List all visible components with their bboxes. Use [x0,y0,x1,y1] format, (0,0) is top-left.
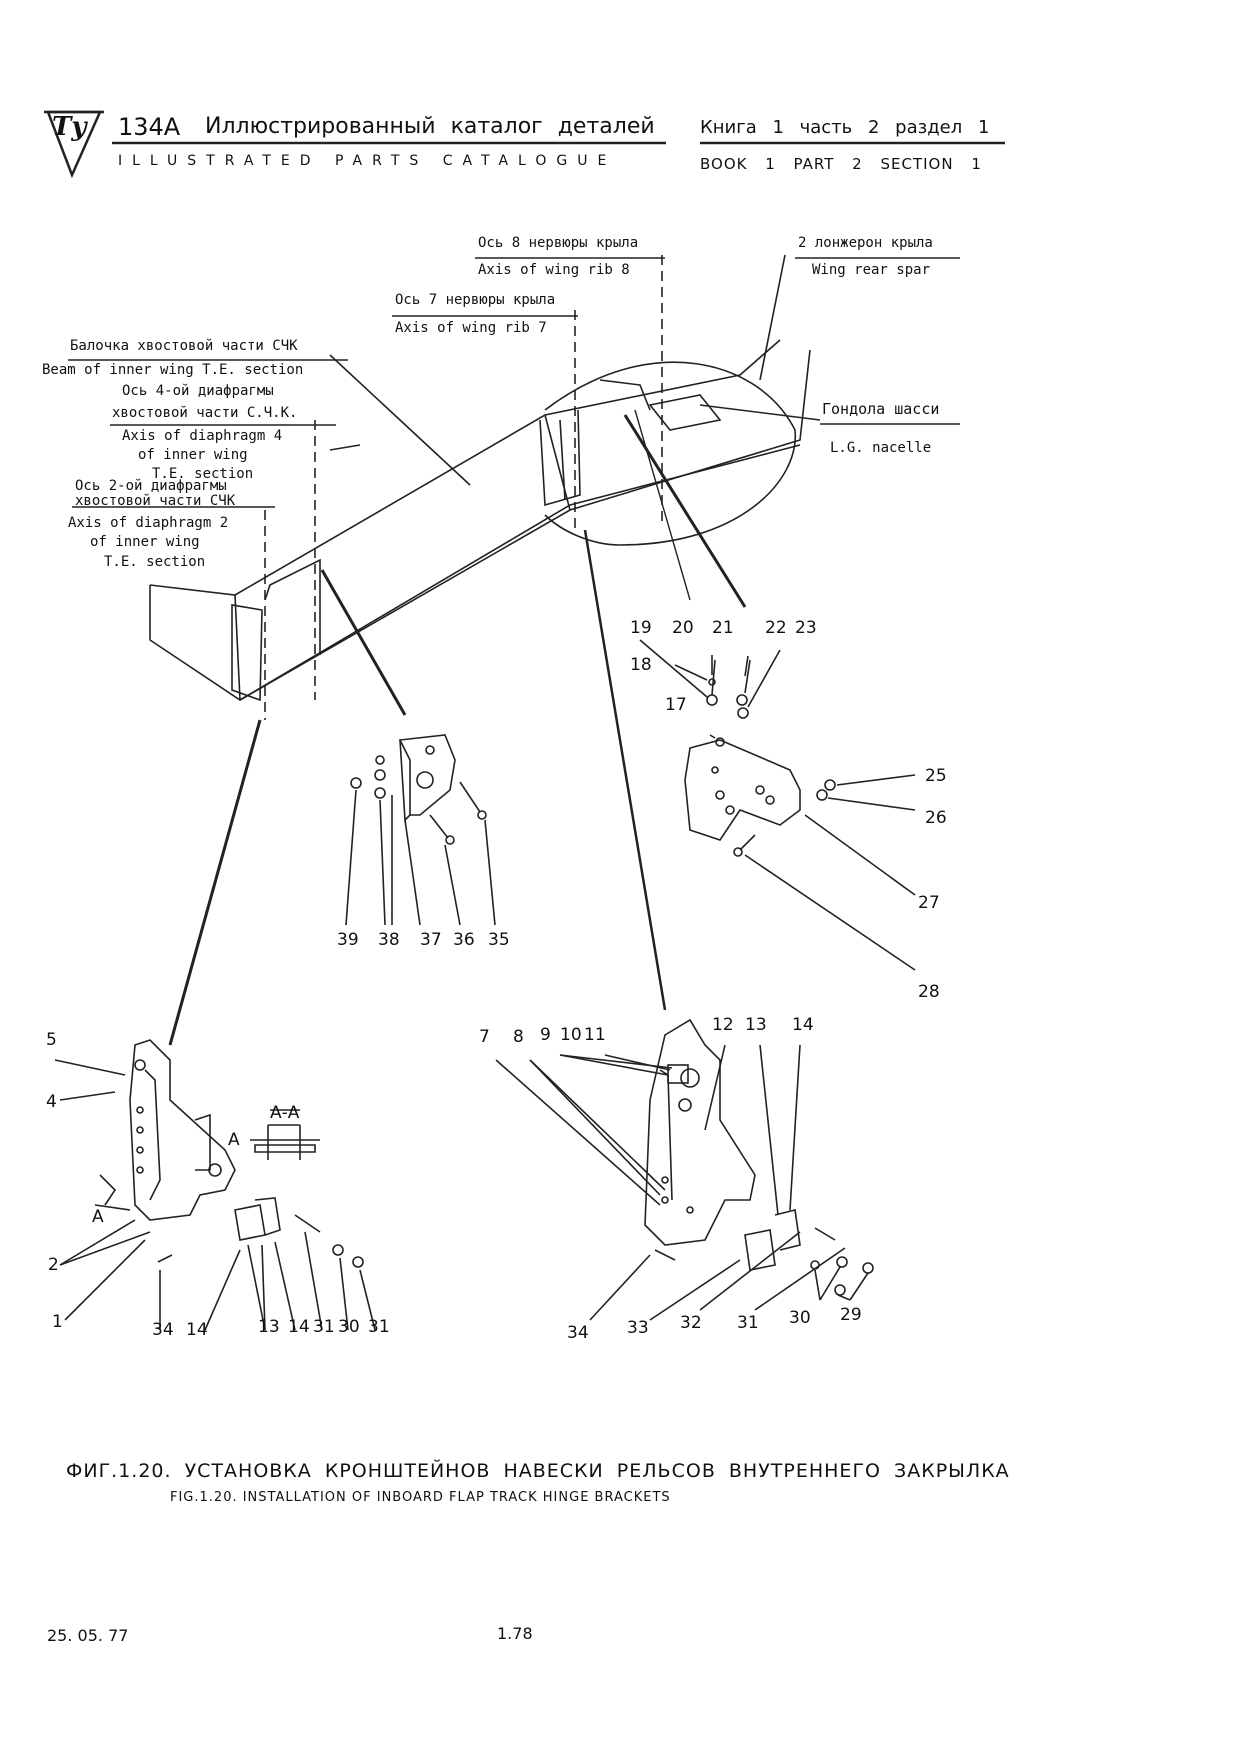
label-diaph4-ru-1: Ось 4-ой диафрагмы [122,383,274,399]
label-rib7-en: Axis of wing rib 7 [395,320,547,336]
callout-number: 34 [152,1320,174,1340]
bracket-group-lower-right [495,1018,874,1321]
label-diaph2-en-1: Axis of diaphragm 2 [68,515,229,531]
callout-number: 13 [258,1317,280,1337]
label-diaph2-ru-1: Ось 2-ой диафрагмы [75,478,227,494]
label-rib7-ru: Ось 7 нервюры крыла [395,292,556,308]
callout-number: 35 [488,930,510,950]
callout-number: 1 [52,1312,63,1332]
wing-structure [149,254,821,1046]
label-spar-ru: 2 лонжерон крыла [798,235,933,251]
callout-number: 26 [925,808,947,828]
callout-number: 18 [630,655,652,675]
callout-number: 32 [680,1313,702,1333]
callout-number: 30 [338,1317,360,1337]
callout-number: 11 [584,1025,606,1045]
callout-number: 14 [792,1015,814,1035]
callout-number: 39 [337,930,359,950]
callout-number: 9 [540,1025,551,1045]
book-ref-en: BOOK 1 PART 2 SECTION 1 [700,155,982,173]
callout-number: 20 [672,618,694,638]
callout-number: 28 [918,982,940,1002]
callout-number: 4 [46,1092,57,1112]
footer-page-number: 1.78 [497,1624,533,1643]
callout-number: 10 [560,1025,582,1045]
callout-number: 38 [378,930,400,950]
callout-number: 31 [313,1317,335,1337]
callout-number: 33 [627,1318,649,1338]
logo-text: Ту [52,112,87,142]
label-beam-en: Beam of inner wing T.E. section [42,362,304,378]
model-number: 134А [118,113,181,141]
bracket-group-17-28 [639,639,916,971]
callout-number: 2 [48,1255,59,1275]
callout-number: 14 [186,1320,208,1340]
bracket-group-lower-left [54,1039,376,1331]
label-diaph4-ru-2: хвостовой части С.Ч.К. [112,405,298,421]
callout-number: 29 [840,1305,862,1325]
label-diaph2-en-3: T.E. section [104,554,206,570]
callout-number: 34 [567,1323,589,1343]
label-spar-en: Wing rear spar [812,262,931,278]
label-underlines [68,257,960,1126]
label-diaph2-ru-2: хвостовой части СЧК [75,493,236,509]
tupolev-logo [44,110,104,179]
label-section-a-2: А [92,1207,104,1227]
label-section-aa: А-А [270,1103,300,1123]
label-diaph4-en-2: of inner wing [138,447,248,463]
callout-number: 22 [765,618,787,638]
catalog-title-en: ILLUSTRATED PARTS CATALOGUE [118,153,617,169]
book-ref-ru: Книга 1 часть 2 раздел 1 [700,117,990,138]
callout-number: 13 [745,1015,767,1035]
catalog-title-ru: Иллюстрированный каталог деталей [205,114,655,139]
callout-number: 21 [712,618,734,638]
callout-number: 8 [513,1027,524,1047]
callout-number: 14 [288,1317,310,1337]
label-beam-ru: Балочка хвостовой части СЧК [70,338,298,354]
label-rib8-ru: Ось 8 нервюры крыла [478,235,639,251]
bracket-group-35-39 [345,734,496,926]
label-rib8-en: Axis of wing rib 8 [478,262,630,278]
callout-number: 5 [46,1030,57,1050]
footer-date: 25. 05. 77 [47,1626,129,1645]
label-nacelle-ru: Гондола шасси [822,400,940,418]
callout-number: 31 [368,1317,390,1337]
figure-caption-ru: ФИГ.1.20. УСТАНОВКА КРОНШТЕЙНОВ НАВЕСКИ … [66,1460,1010,1482]
label-diaph4-en-1: Axis of diaphragm 4 [122,428,283,444]
label-nacelle-en: L.G. nacelle [830,440,932,456]
label-diaph4-en-3: T.E. section [152,466,254,482]
callout-number: 7 [479,1027,490,1047]
callout-number: 19 [630,618,652,638]
callout-number: 12 [712,1015,734,1035]
callout-number: 31 [737,1313,759,1333]
figure-caption-en: FIG.1.20. INSTALLATION OF INBOARD FLAP T… [170,1490,671,1505]
callout-number: 23 [795,618,817,638]
callout-number: 36 [453,930,475,950]
callout-number: 27 [918,893,940,913]
callout-number: 30 [789,1308,811,1328]
label-diaph2-en-2: of inner wing [90,534,200,550]
callout-number: 25 [925,766,947,786]
callout-number: 37 [420,930,442,950]
label-section-a-1: А [228,1130,240,1150]
callout-number: 17 [665,695,687,715]
